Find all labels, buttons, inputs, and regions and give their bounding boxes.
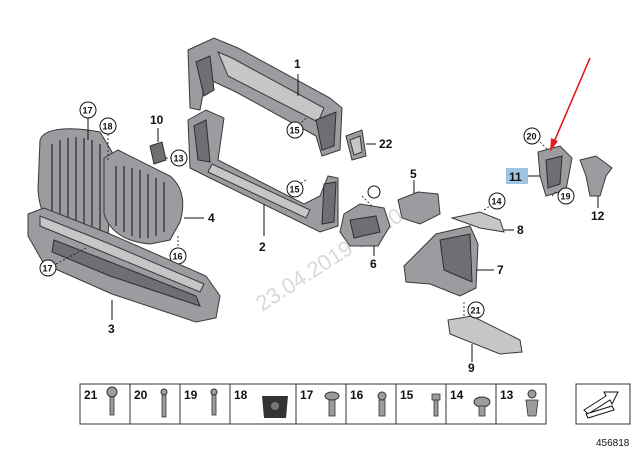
callout-15b-circle[interactable] [286,180,304,198]
part-12-deflector[interactable] [579,155,613,197]
callout-17b-circle[interactable] [39,259,57,277]
legend-label-14: 14 [450,388,464,402]
callout-20[interactable]: 20 [527,132,537,142]
legend-label-16: 16 [350,388,364,402]
callout-16[interactable]: 16 [173,252,183,262]
clip-13-icon [525,389,539,417]
part-22-bracket[interactable] [345,129,367,161]
legend-label-15: 15 [400,388,414,402]
callout-17a-circle[interactable] [79,101,97,119]
part-8-bracket[interactable] [450,211,505,233]
callout-10[interactable]: 10 [150,113,164,127]
legend-label-21: 21 [84,388,98,402]
leader-15b [299,179,307,185]
part-1-upper-carrier[interactable] [187,37,343,157]
callout-6-bolt [367,185,381,199]
legend-label-17: 17 [300,388,314,402]
fastener-legend: 21 20 19 18 17 16 [79,383,631,425]
callout-20-circle[interactable] [523,127,541,145]
callout-4[interactable]: 4 [208,211,215,225]
legend-cell-16[interactable] [345,383,397,425]
diagram-id: 456818 [596,438,630,449]
legend-label-13: 13 [500,388,514,402]
grommet-18-icon [262,396,288,418]
callout-14-circle[interactable] [488,192,506,210]
callout-17a[interactable]: 17 [83,106,93,116]
callout-3[interactable]: 3 [108,322,115,336]
screw-15-icon [431,393,441,417]
callout-19[interactable]: 19 [561,192,571,202]
callout-21-circle[interactable] [467,301,485,319]
callout-14[interactable]: 14 [492,197,502,207]
screw-20-icon [160,388,168,418]
callout-19-circle[interactable] [557,187,575,205]
leader-20 [539,141,549,151]
direction-arrow-icon [583,391,619,419]
legend-cell-21[interactable] [79,383,131,425]
callout-11-highlight[interactable] [506,168,528,184]
legend-label-19: 19 [184,388,198,402]
callout-13-circle[interactable] [170,149,188,167]
callout-6[interactable]: 6 [370,257,377,271]
callout-21[interactable]: 21 [471,306,481,316]
part-2-lower-carrier[interactable] [187,109,339,233]
callout-17b[interactable]: 17 [43,264,53,274]
leader-17b [55,247,87,265]
part-3-air-duct[interactable] [27,207,221,323]
callout-8[interactable]: 8 [517,223,524,237]
leader-15a [299,117,307,125]
callout-15a-circle[interactable] [286,121,304,139]
screw-21-icon [106,386,118,416]
legend-cell-19[interactable] [179,383,231,425]
legend-label-18: 18 [234,388,248,402]
callout-18-circle[interactable] [99,117,117,135]
leader-14 [483,205,491,211]
callout-13[interactable]: 13 [174,154,184,164]
part-5-deflector[interactable] [397,191,441,225]
leader-19 [551,191,557,197]
callout-7[interactable]: 7 [497,263,504,277]
callout-2[interactable]: 2 [259,240,266,254]
callout-9[interactable]: 9 [468,361,475,375]
part-9-bracket[interactable] [447,315,523,355]
callout-12[interactable]: 12 [591,209,605,223]
part-6-duct[interactable] [339,203,391,247]
grille-slats-right [115,166,165,238]
clip-16-icon [377,391,387,417]
part-10-clip[interactable] [149,141,167,165]
highlight-arrow [550,57,591,152]
callout-5[interactable]: 5 [410,167,417,181]
clip-17-icon [324,391,340,417]
legend-label-20: 20 [134,388,148,402]
callout-1[interactable]: 1 [294,57,301,71]
grille-slats-left [51,137,101,236]
callout-15b[interactable]: 15 [290,185,300,195]
rivet-19-icon [210,388,218,416]
part-7-air-guide[interactable] [403,225,479,297]
nut-14-icon [473,396,491,417]
callout-11[interactable]: 11 [509,170,522,184]
callout-18[interactable]: 18 [103,122,113,132]
callout-22[interactable]: 22 [379,137,393,151]
callout-15a[interactable]: 15 [290,126,300,136]
